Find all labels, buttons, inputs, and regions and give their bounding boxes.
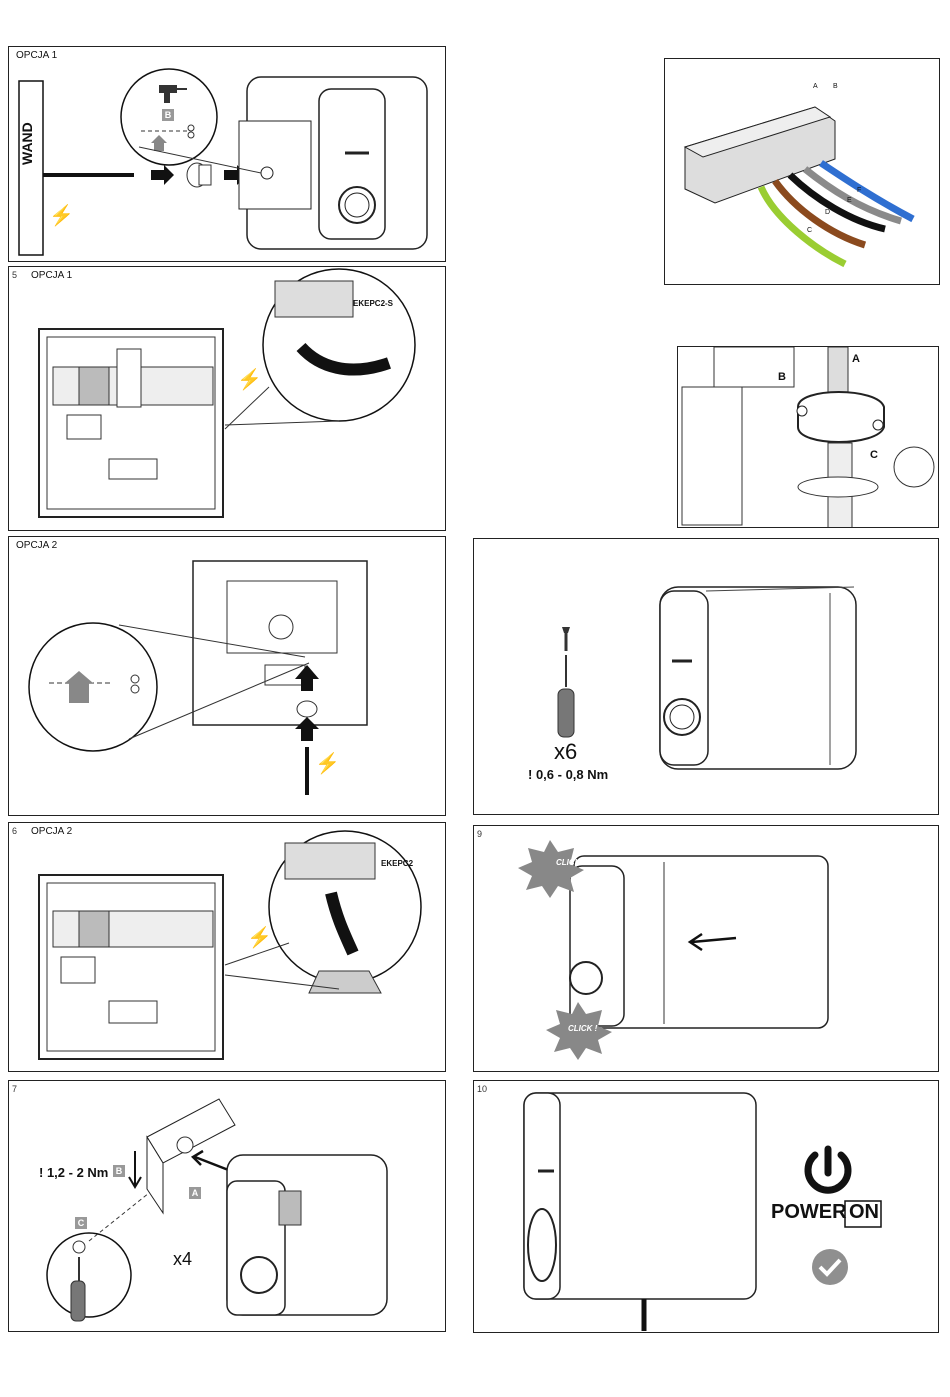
cover-click-illustration	[474, 826, 939, 1072]
panel-cable-clamp: A B C	[677, 346, 939, 528]
screw-count: x4	[173, 1249, 192, 1270]
wall-mount-illustration	[9, 47, 446, 262]
terminal-label-b: B	[833, 83, 838, 90]
panel-bottom-entry-option2: OPCJA 2 ⚡	[8, 536, 446, 816]
check-circle-icon	[812, 1249, 848, 1285]
arrow-right-icon	[151, 165, 174, 185]
terminal-label-a: A	[813, 83, 818, 90]
bracket-illustration	[9, 1081, 446, 1332]
lightning-icon: ⚡	[247, 925, 272, 950]
grommet	[187, 163, 211, 187]
panel-terminal-wires: A B C D E F	[664, 58, 940, 285]
screwdriver-icon	[558, 655, 574, 737]
inset-label-b: B	[162, 109, 174, 121]
screw-icon	[562, 627, 570, 651]
charger-housing	[239, 77, 427, 249]
label-c: C	[75, 1217, 87, 1229]
on-label: ON	[849, 1201, 879, 1224]
lightning-icon: ⚡	[237, 367, 262, 392]
terminal-label: EKEPC2	[381, 859, 413, 868]
cable-clamp-illustration	[678, 347, 939, 528]
panel-step-6-option2: 6 OPCJA 2 EKEPC2 ⚡	[8, 822, 446, 1072]
clamp-label-c: C	[870, 449, 878, 461]
terminal-label: EKEPC2-S	[353, 299, 393, 308]
power-icon	[808, 1149, 848, 1190]
terminal-label-f: F	[857, 187, 861, 194]
bottom-entry-illustration	[9, 537, 446, 816]
lightning-icon: ⚡	[315, 751, 340, 776]
panel-step-5-option1: 5 OPCJA 1 EKEPC2-S ⚡	[8, 266, 446, 531]
clamp-label-b: B	[778, 371, 786, 383]
wall-label: WAND	[19, 122, 35, 165]
arrow-icon	[193, 1151, 231, 1171]
power-label: POWER	[771, 1201, 847, 1224]
panel-step-7-bracket: 7 ! 1,2 - 2 Nm B A C x4	[8, 1080, 446, 1332]
terminal-label-c: C	[807, 227, 812, 234]
panel-cover-screws: x6 ! 0,6 - 0,8 Nm	[473, 538, 939, 815]
click-label-bottom: CLICK !	[568, 1024, 597, 1033]
terminal-label-d: D	[825, 209, 830, 216]
terminal-wires-illustration	[665, 59, 940, 285]
panel-step-9-cover-click: 9 CLICK ! CLICK !	[473, 825, 939, 1072]
torque-value: ! 0,6 - 0,8 Nm	[528, 767, 608, 782]
click-label-top: CLICK !	[556, 858, 585, 867]
clamp-label-a: A	[852, 353, 860, 365]
label-a: A	[189, 1187, 201, 1199]
terminal-label-e: E	[847, 197, 852, 204]
label-b: B	[113, 1165, 125, 1177]
lightning-icon: ⚡	[49, 203, 74, 228]
screw-count: x6	[554, 739, 577, 765]
panel-step-10-power-on: 10 POWER ON	[473, 1080, 939, 1333]
torque-value: ! 1,2 - 2 Nm	[39, 1165, 108, 1180]
panel-wall-mount-option1: OPCJA 1 WAND ⚡ B	[8, 46, 446, 262]
